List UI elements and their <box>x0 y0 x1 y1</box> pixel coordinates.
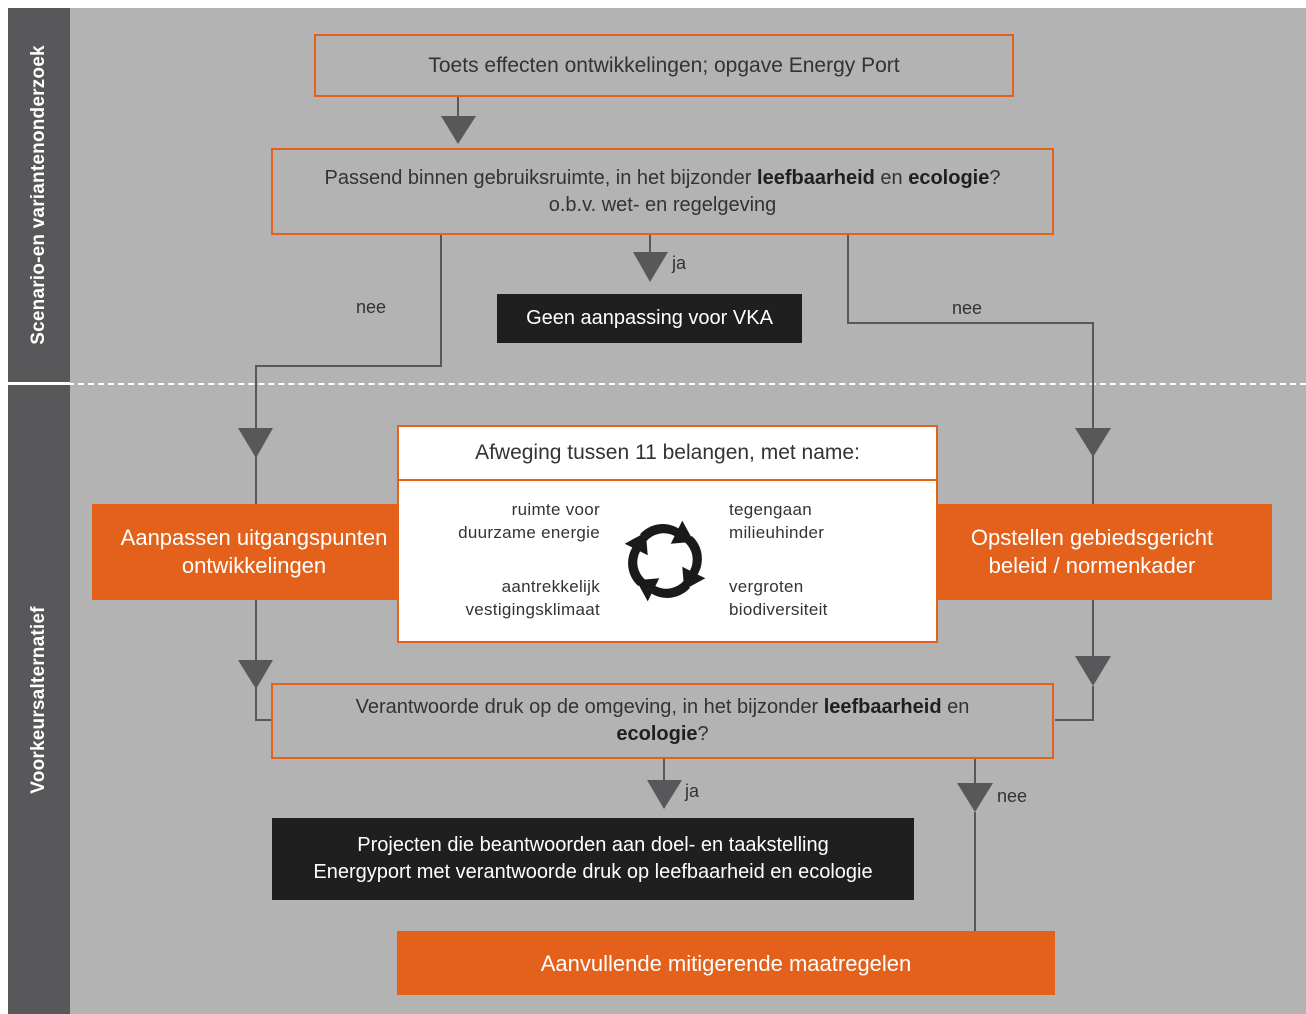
verantwoorde-box: Verantwoorde druk op de omgeving, in het… <box>271 683 1054 759</box>
connector-line <box>255 235 442 432</box>
toets-box: Toets effecten ontwikkelingen; opgave En… <box>314 34 1014 97</box>
toets-text: Toets effecten ontwikkelingen; opgave En… <box>428 54 900 77</box>
afweging-title: Afweging tussen 11 belangen, met name: <box>399 427 936 481</box>
sidebar-bottom: Voorkeursalternatief <box>8 385 70 1014</box>
label-nee-right: nee <box>952 298 983 318</box>
passend-line1: Passend binnen gebruiksruimte, in het bi… <box>324 166 1001 189</box>
label-nee-left: nee <box>356 297 387 317</box>
sidebar-top: Scenario-en variantenonderzoek <box>8 8 70 382</box>
arrow-head-icon <box>957 783 993 812</box>
connector-line <box>1055 686 1094 721</box>
arrow-head-icon <box>238 428 273 458</box>
projecten-box: Projecten die beantwoorden aan doel- en … <box>272 818 914 900</box>
opstellen-box: Opstellen gebiedsgericht beleid / normen… <box>912 504 1272 600</box>
connector-line <box>255 688 272 721</box>
aanvullende-box: Aanvullende mitigerende maatregelen <box>397 931 1055 995</box>
section-divider <box>8 383 1306 385</box>
arrow-head-icon <box>441 116 476 144</box>
label-ja-top: ja <box>672 253 687 273</box>
verantwoorde-line2: ecologie? <box>616 723 709 745</box>
passend-box: Passend binnen gebruiksruimte, in het bi… <box>271 148 1054 235</box>
verantwoorde-line1: Verantwoorde druk op de omgeving, in het… <box>355 696 970 718</box>
geen-aanpassing-box: Geen aanpassing voor VKA <box>497 294 802 343</box>
arrow-head-icon <box>1075 428 1111 457</box>
arrow-head-icon <box>647 780 682 809</box>
recycle-arrows-icon <box>624 520 706 602</box>
label-nee-bottom: nee <box>997 786 1028 806</box>
label-ja-bottom: ja <box>685 781 700 801</box>
connector-line <box>847 235 1094 428</box>
passend-line2: o.b.v. wet- en regelgeving <box>548 193 777 216</box>
arrow-head-icon <box>633 252 668 282</box>
aanpassen-box: Aanpassen uitgangspunten ontwikkelingen <box>92 504 416 600</box>
arrow-head-icon <box>238 660 273 689</box>
afweging-panel: Afweging tussen 11 belangen, met name: r… <box>397 425 938 643</box>
arrow-head-icon <box>1075 656 1111 686</box>
